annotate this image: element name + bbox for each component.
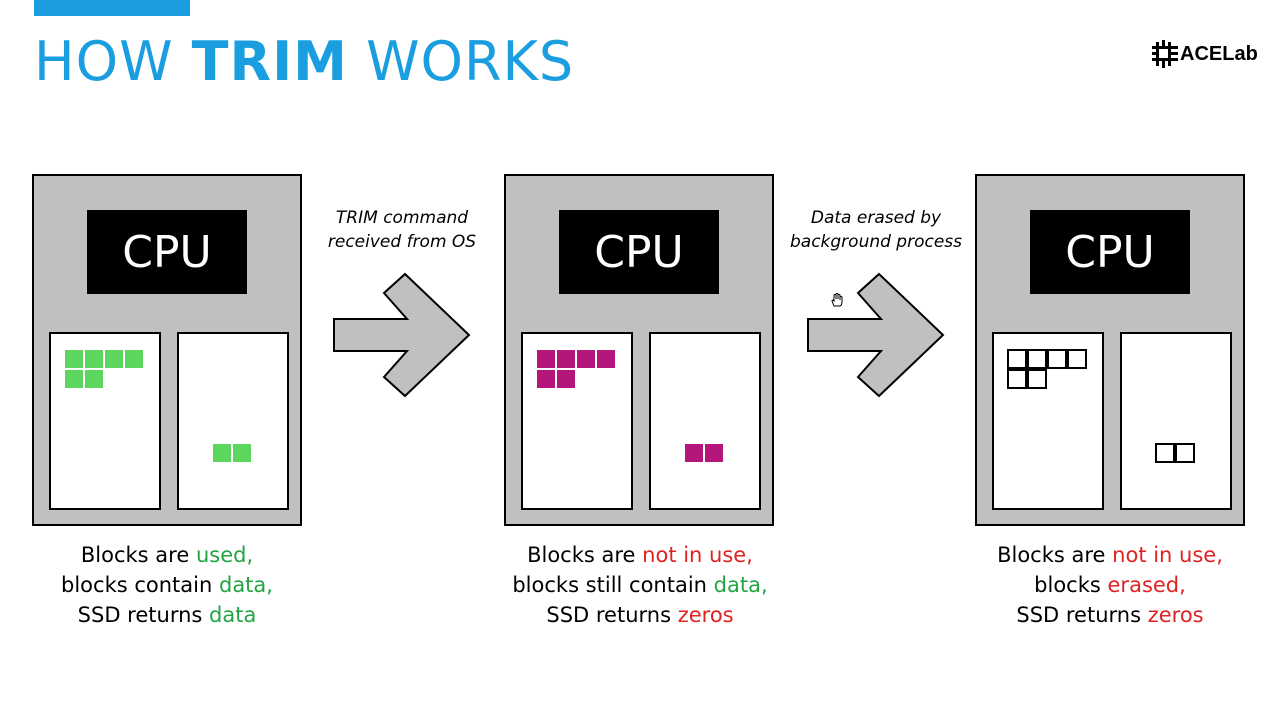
trimmed-block	[536, 349, 556, 369]
data-block	[124, 349, 144, 369]
acelab-logo-icon	[1152, 40, 1178, 68]
trimmed-block	[684, 443, 704, 463]
hand-cursor-icon	[831, 293, 843, 307]
ssd-stage-erased: CPU	[975, 174, 1245, 526]
arrow-right-icon	[333, 272, 471, 398]
data-block	[232, 443, 252, 463]
cpu-box: CPU	[559, 210, 719, 294]
data-block	[64, 349, 84, 369]
arrow-label-erase: Data erased by background process	[789, 208, 963, 252]
top-accent-bar	[34, 0, 190, 16]
acelab-logo: ACELab	[1152, 40, 1258, 68]
caption-stage-used: Blocks are used, blocks contain data, SS…	[61, 543, 273, 627]
cpu-box: CPU	[1030, 210, 1190, 294]
trimmed-block	[536, 369, 556, 389]
ssd-stage-trimmed: CPU	[504, 174, 774, 526]
nand-chip-left	[992, 332, 1104, 510]
cpu-box: CPU	[87, 210, 247, 294]
caption-stage-trimmed: Blocks are not in use, blocks still cont…	[512, 543, 768, 627]
trimmed-block	[556, 349, 576, 369]
nand-chip-right	[177, 332, 289, 510]
page-title: HOW TRIM WORKS	[34, 30, 575, 93]
erased-block	[1155, 443, 1175, 463]
nand-chip-right	[649, 332, 761, 510]
trimmed-block	[704, 443, 724, 463]
arrow-right-icon	[807, 272, 945, 398]
data-block	[104, 349, 124, 369]
caption-stage-erased: Blocks are not in use, blocks erased, SS…	[997, 543, 1223, 627]
data-block	[64, 369, 84, 389]
data-block	[84, 369, 104, 389]
erased-block	[1007, 349, 1027, 369]
erased-block	[1027, 349, 1047, 369]
logo-text: ACELab	[1180, 42, 1258, 65]
trimmed-block	[596, 349, 616, 369]
trimmed-block	[576, 349, 596, 369]
ssd-stage-used: CPU	[32, 174, 302, 526]
erased-block	[1027, 369, 1047, 389]
erased-block	[1007, 369, 1027, 389]
data-block	[212, 443, 232, 463]
trimmed-block	[556, 369, 576, 389]
erased-block	[1047, 349, 1067, 369]
nand-chip-left	[521, 332, 633, 510]
data-block	[84, 349, 104, 369]
erased-block	[1175, 443, 1195, 463]
arrow-label-trim: TRIM command received from OS	[327, 208, 477, 252]
erased-block	[1067, 349, 1087, 369]
nand-chip-left	[49, 332, 161, 510]
nand-chip-right	[1120, 332, 1232, 510]
